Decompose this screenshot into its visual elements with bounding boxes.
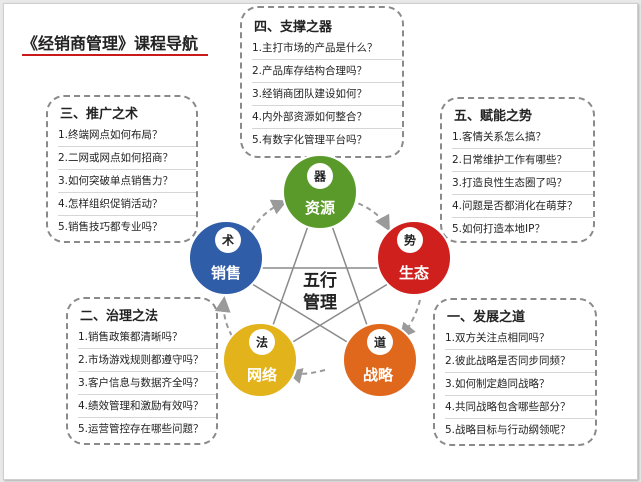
- box-title: 三、推广之术: [60, 107, 139, 122]
- list-item: 2.产品库存结构合理吗？: [252, 60, 402, 83]
- badge-circle: [367, 329, 393, 355]
- list-item: 4.绩效管理和激励有效吗？: [78, 395, 216, 418]
- cycle-arrow: [214, 296, 233, 337]
- cycle-arrow: [399, 299, 421, 340]
- question-list: 1.销售政策都清晰吗？ 2.市场游戏规则都遵守吗？ 3.客户信息与数据齐全吗？ …: [68, 326, 216, 440]
- list-item: 5.战略目标与行动纲领呢？: [445, 424, 571, 436]
- list-item: 4.问题是否都消化在萌芽？: [452, 195, 593, 218]
- list-item: 1.销售政策都清晰吗？: [78, 326, 216, 349]
- cycle-arrow: [251, 199, 288, 231]
- node-label: 销售: [211, 264, 241, 282]
- node-badge: 道: [374, 335, 386, 350]
- list-item: 1.客情关系怎么搞？: [452, 126, 593, 149]
- center-label-line1: 五行: [303, 270, 337, 291]
- node-badge: 器: [313, 170, 327, 184]
- list-item: 3.如何突破单点销售力？: [58, 170, 196, 193]
- node-label: 生态: [399, 264, 429, 282]
- node-strategy: 道 战略: [342, 322, 418, 398]
- badge-circle: [397, 227, 423, 253]
- box-empowerment: 五、赋能之势 1.客情关系怎么搞？ 2.日常维护工作有哪些？ 3.打造良性生态圈…: [440, 97, 595, 243]
- list-item: 2.日常维护工作有哪些？: [452, 149, 593, 172]
- list-item: 1.双方关注点相同吗？: [445, 327, 595, 350]
- node-label: 战略: [363, 366, 394, 384]
- list-item: 3.经销商团队建设如何？: [252, 83, 402, 106]
- question-list: 1.主打市场的产品是什么？ 2.产品库存结构合理吗？ 3.经销商团队建设如何？ …: [242, 37, 402, 151]
- list-item: 3.如何制定趋同战略？: [445, 373, 595, 396]
- list-item: 2.彼此战略是否同步同频？: [445, 350, 595, 373]
- list-item: 3.打造良性生态圈了吗？: [452, 172, 593, 195]
- box-title: 四、支撑之器: [254, 20, 333, 35]
- badge-circle: [249, 329, 275, 355]
- box-title: 二、治理之法: [80, 309, 159, 324]
- node-badge: 法: [256, 335, 268, 350]
- node-badge: 术: [221, 233, 234, 248]
- node-badge: 势: [404, 233, 416, 248]
- box-governance: 二、治理之法 1.销售政策都清晰吗？ 2.市场游戏规则都遵守吗？ 3.客户信息与…: [66, 297, 218, 445]
- cycle-arrow: [286, 368, 326, 384]
- list-item: 4.共同战略包含哪些部分？: [445, 396, 595, 419]
- list-item: 4.内外部资源如何整合？: [252, 106, 402, 129]
- box-title: 五、赋能之势: [454, 109, 533, 124]
- box-development: 一、发展之道 1.双方关注点相同吗？ 2.彼此战略是否同步同频？ 3.如何制定趋…: [433, 298, 597, 446]
- badge-circle: [307, 163, 333, 189]
- list-item: 4.怎样组织促销活动？: [58, 193, 196, 216]
- center-label-line2: 管理: [303, 292, 337, 313]
- page-title: 《经销商管理》课程导航: [22, 34, 199, 53]
- list-item: 1.终端网点如何布局？: [58, 124, 196, 147]
- list-item: 1.主打市场的产品是什么？: [252, 37, 402, 60]
- list-item: 3.客户信息与数据齐全吗？: [78, 372, 216, 395]
- node-label: 网络: [247, 366, 277, 384]
- box-promotion: 三、推广之术 1.终端网点如何布局？ 2.二网或网点如何招商？ 3.如何突破单点…: [46, 95, 198, 243]
- node-network: 法 网络: [222, 322, 298, 398]
- question-list: 1.双方关注点相同吗？ 2.彼此战略是否同步同频？ 3.如何制定趋同战略？ 4.…: [435, 327, 595, 441]
- question-list: 1.终端网点如何布局？ 2.二网或网点如何招商？ 3.如何突破单点销售力？ 4.…: [48, 124, 196, 238]
- list-item: 5.如何打造本地IP？: [452, 223, 545, 235]
- badge-circle: [215, 227, 241, 253]
- list-item: 2.市场游戏规则都遵守吗？: [78, 349, 216, 372]
- question-list: 1.客情关系怎么搞？ 2.日常维护工作有哪些？ 3.打造良性生态圈了吗？ 4.问…: [442, 126, 593, 240]
- node-sales: 术 销售: [188, 220, 264, 296]
- node-label: 资源: [305, 199, 335, 217]
- list-item: 5.运营管控存在哪些问题？: [78, 423, 204, 435]
- node-resources: 器 资源: [282, 154, 358, 230]
- box-title: 一、发展之道: [447, 310, 526, 325]
- title-underline: [22, 54, 208, 56]
- node-ecology: 势 生态: [376, 220, 452, 296]
- list-item: 5.销售技巧都专业吗？: [58, 221, 163, 233]
- list-item: 2.二网或网点如何招商？: [58, 147, 196, 170]
- list-item: 5.有数字化管理平台吗？: [252, 134, 368, 146]
